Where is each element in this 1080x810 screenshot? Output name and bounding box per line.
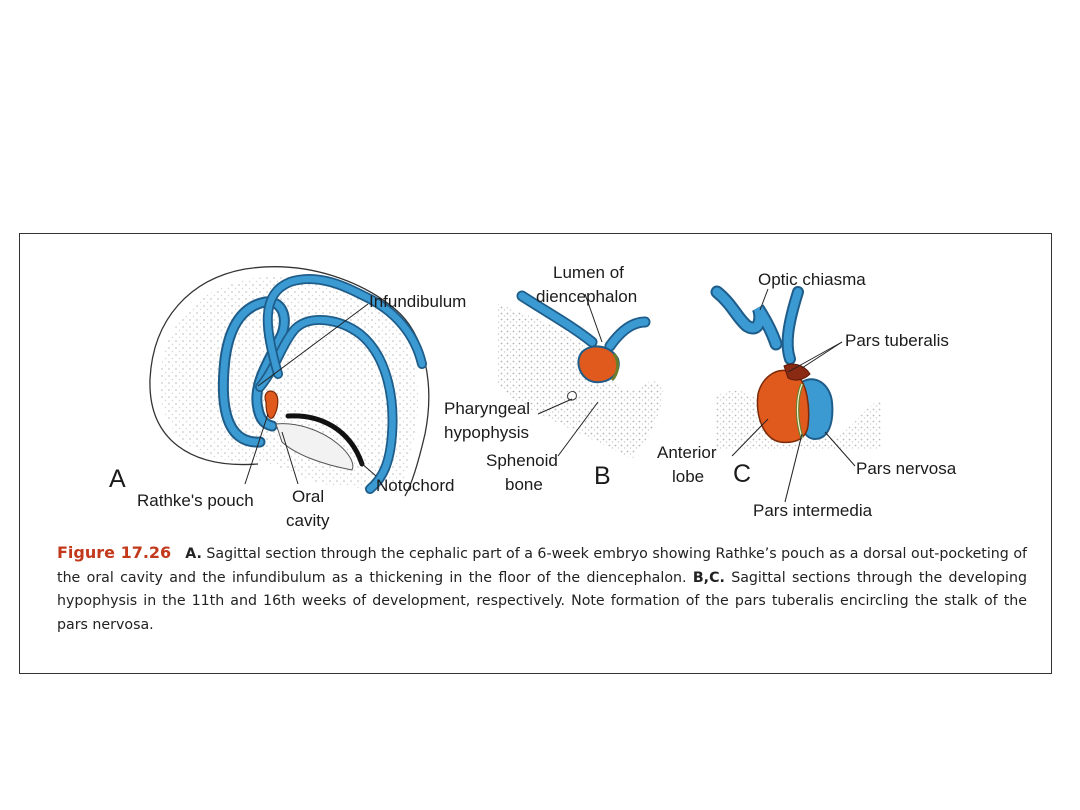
label-sphenoid-line1: Sphenoid xyxy=(486,451,558,470)
leader-pars-tuberalis-1 xyxy=(801,341,843,369)
leader-lumen xyxy=(584,293,603,343)
sphenoid-region-b xyxy=(498,304,664,459)
label-pharyngeal-line1: Pharyngeal xyxy=(444,399,531,418)
oral-cavity-shape xyxy=(275,423,354,471)
leader-anterior-lobe xyxy=(731,418,769,457)
label-oral-cavity-line1: Oral xyxy=(292,487,325,506)
leader-infundibulum xyxy=(257,303,369,387)
label-pars-intermedia: Pars intermedia xyxy=(753,501,873,520)
panel-b-drawing xyxy=(498,290,664,459)
leader-pharyngeal xyxy=(537,398,573,415)
leader-sphenoid xyxy=(557,401,599,457)
pars-tuberalis-c xyxy=(783,363,811,381)
pharyngeal-hypophysis-b xyxy=(567,390,577,401)
label-pars-tuberalis: Pars tuberalis xyxy=(845,331,949,350)
panel-letter-b: B xyxy=(594,462,611,490)
embryo-head-outline xyxy=(149,266,430,497)
notochord-shape xyxy=(285,413,365,467)
label-pars-nervosa: Pars nervosa xyxy=(856,459,957,478)
panel-letter-c: C xyxy=(733,460,752,488)
caption-part-bc-text: Sagittal sections through the developing… xyxy=(57,569,1027,633)
caption-part-bc-label: B,C. xyxy=(692,569,725,586)
label-rathkes-pouch: Rathke's pouch xyxy=(137,491,254,510)
leader-pars-intermedia xyxy=(784,433,803,503)
label-sphenoid-line2: bone xyxy=(505,475,543,494)
leader-oral-cavity xyxy=(281,431,299,485)
hypophysis-diagram xyxy=(149,266,882,503)
leader-notochord xyxy=(359,461,377,477)
panel-c-drawing xyxy=(710,285,882,449)
label-infundibulum: Infundibulum xyxy=(369,292,467,311)
caption-part-a-text: Sagittal section through the cephalic pa… xyxy=(57,546,1027,586)
label-oral-cavity-line2: cavity xyxy=(286,511,330,530)
label-anterior-lobe-line2: lobe xyxy=(672,467,705,486)
panel-a-drawing xyxy=(149,266,430,497)
figure-frame: Infundibulum Rathke's pouch Oral cavity … xyxy=(19,233,1052,674)
figure-number: Figure 17.26 xyxy=(57,543,172,562)
leader-optic-chiasma xyxy=(759,288,769,311)
leader-pars-nervosa xyxy=(824,431,856,467)
label-notochord: Notochord xyxy=(376,476,455,495)
rathkes-pouch-shape xyxy=(264,390,279,419)
leader-rathkes-pouch xyxy=(244,413,269,485)
label-lumen-line1: Lumen of xyxy=(553,263,624,282)
leader-pars-tuberalis-2 xyxy=(787,341,843,373)
anterior-lobe-c xyxy=(756,369,810,444)
caption-part-a-label: A. xyxy=(185,546,202,562)
leader-lines xyxy=(244,288,856,503)
label-pharyngeal-line2: hypophysis xyxy=(444,423,530,442)
figure-caption: Figure 17.26 A. Sagittal section through … xyxy=(57,541,1027,637)
label-anterior-lobe-line1: Anterior xyxy=(657,443,717,462)
panel-letter-a: A xyxy=(109,465,126,493)
pars-intermedia-b xyxy=(610,353,620,382)
label-optic-chiasma: Optic chiasma xyxy=(758,270,866,289)
label-lumen-line2: diencephalon xyxy=(536,287,638,306)
